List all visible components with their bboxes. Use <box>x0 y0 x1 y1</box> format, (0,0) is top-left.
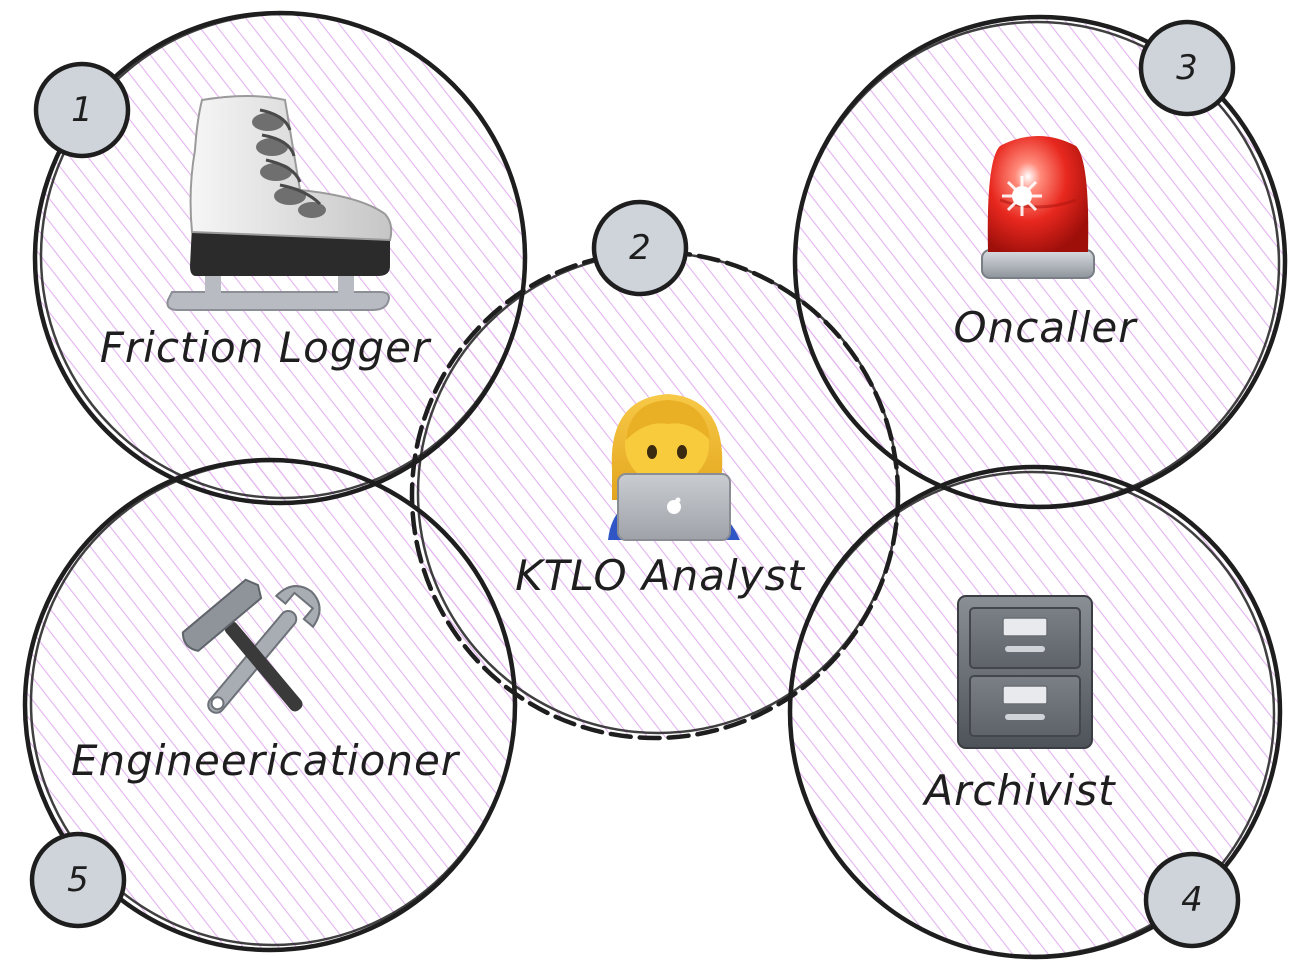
badge-number-3: 3 <box>1176 48 1198 88</box>
badge-5: 5 <box>29 831 127 929</box>
badge-4: 4 <box>1143 851 1241 949</box>
role-label-archivist: Archivist <box>921 766 1116 815</box>
circle-outline-oncaller-sketch <box>793 20 1281 508</box>
circle-outline-engineericationer-sketch <box>29 459 517 947</box>
role-label-oncaller: Oncaller <box>954 303 1139 352</box>
police-light-icon <box>981 136 1095 279</box>
badge-1: 1 <box>33 61 131 159</box>
technologist-laptop-icon <box>608 394 740 541</box>
badge-number-4: 4 <box>1181 880 1203 920</box>
hammer-and-wrench-icon <box>181 578 321 714</box>
role-label-ktlo-analyst: KTLO Analyst <box>515 551 805 600</box>
badge-number-2: 2 <box>629 228 651 268</box>
badge-number-5: 5 <box>67 860 89 900</box>
role-label-engineericationer: Engineericationer <box>71 736 461 785</box>
role-label-friction-logger: Friction Logger <box>100 323 432 372</box>
role-labels: Friction Logger Oncaller KTLO Analyst En… <box>71 303 1139 815</box>
badge-number-1: 1 <box>71 90 93 130</box>
badge-2: 2 <box>591 199 689 297</box>
circle-fill-engineericationer <box>25 460 515 950</box>
circle-outline-archivist-sketch <box>788 470 1276 958</box>
circle-outlines <box>22 10 1288 960</box>
badge-3: 3 <box>1138 19 1236 117</box>
file-cabinet-icon <box>957 595 1093 749</box>
number-badges: 1 2 3 4 5 <box>29 19 1241 949</box>
ice-skate-icon <box>166 95 393 311</box>
circle-outline-friction-logger-sketch <box>39 12 527 500</box>
